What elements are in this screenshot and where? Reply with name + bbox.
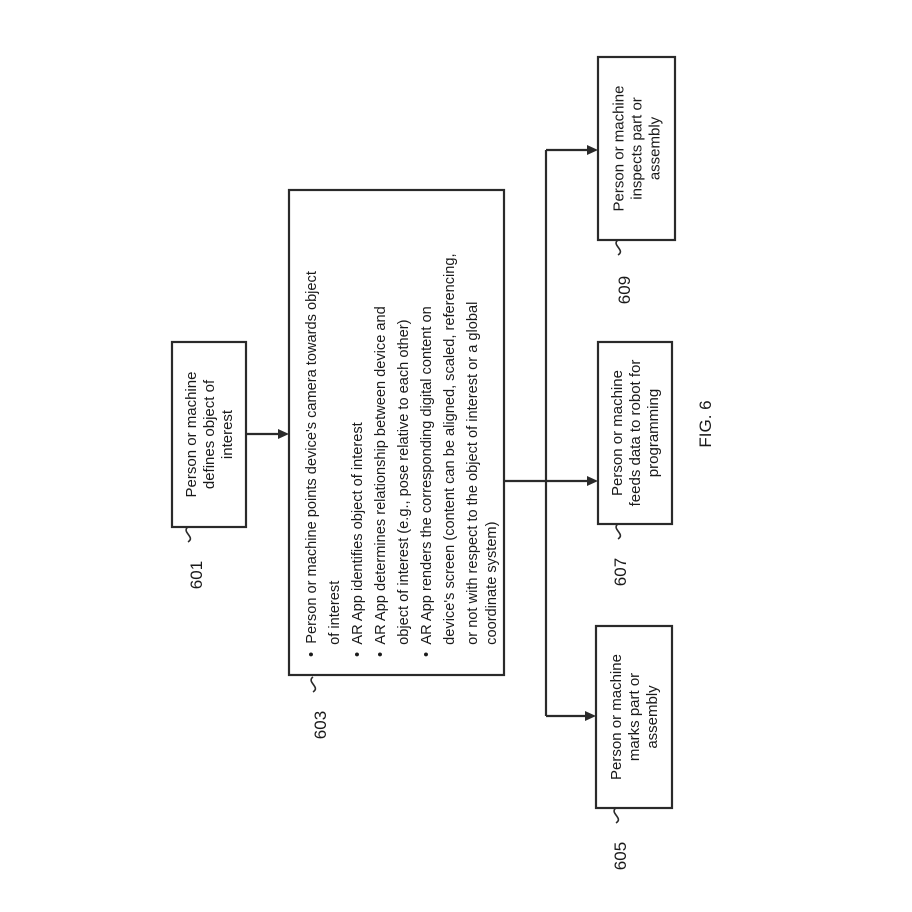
node-601-line-2: defines object of (201, 379, 218, 489)
arrowhead-603 (278, 429, 289, 439)
arrowhead-607 (587, 476, 598, 486)
node-607-box (596, 340, 674, 526)
node-601: Person or machine defines object of inte… (170, 340, 248, 589)
ref-leader-605 (613, 807, 620, 824)
figure-label: FIG. 6 (696, 400, 715, 447)
ref-leader-607 (615, 523, 622, 540)
ref-leader-603 (310, 676, 317, 693)
node-609: Person or machine inspects part or assem… (596, 55, 677, 304)
node-605-box (594, 624, 674, 810)
node-603-line-8: or not with respect to the object of int… (465, 302, 481, 657)
ref-label-601: 601 (187, 561, 206, 589)
ref-label-607: 607 (611, 558, 630, 586)
node-603-line-5: object of interest (e.g., pose relative … (396, 320, 412, 657)
node-605: Person or machine marks part or assembly… (594, 624, 674, 870)
ref-label-605: 605 (611, 842, 630, 870)
ref-label-603: 603 (311, 711, 330, 739)
node-603: • Person or machine points device's came… (287, 188, 506, 739)
node-609-line-1: Person or machine (611, 86, 628, 212)
node-607-line-3: programming (645, 389, 662, 477)
node-603-box (287, 188, 506, 677)
node-605-line-1: Person or machine (608, 654, 625, 780)
node-601-line-3: interest (219, 409, 236, 459)
arrowhead-609 (587, 145, 598, 155)
node-605-line-3: assembly (644, 685, 661, 749)
arrowhead-605 (585, 711, 596, 721)
node-601-box (170, 340, 248, 529)
node-607-line-1: Person or machine (609, 370, 626, 496)
node-603-line-7: device's screen (content can be aligned,… (442, 253, 458, 657)
node-609-line-3: assembly (647, 116, 664, 180)
node-603-line-2: of interest (327, 581, 343, 657)
node-609-box (596, 55, 677, 242)
node-603-line-3: • AR App identifies object of interest (350, 422, 366, 657)
node-603-line-6: • AR App renders the corresponding digit… (419, 306, 435, 657)
node-605-line-2: marks part or (626, 673, 643, 761)
node-609-line-2: inspects part or (629, 97, 646, 200)
ref-leader-609 (615, 239, 622, 256)
node-603-line-4: • AR App determines relationship between… (373, 306, 389, 657)
node-603-line-9: coordinate system) (484, 522, 500, 657)
ref-label-609: 609 (615, 276, 634, 304)
node-603-line-1: • Person or machine points device's came… (304, 271, 320, 657)
node-601-line-1: Person or machine (183, 372, 200, 498)
node-607-line-2: feeds data to robot for (627, 360, 644, 507)
ref-leader-601 (185, 526, 192, 543)
connectors (246, 145, 598, 721)
node-607: Person or machine feeds data to robot fo… (596, 340, 674, 586)
